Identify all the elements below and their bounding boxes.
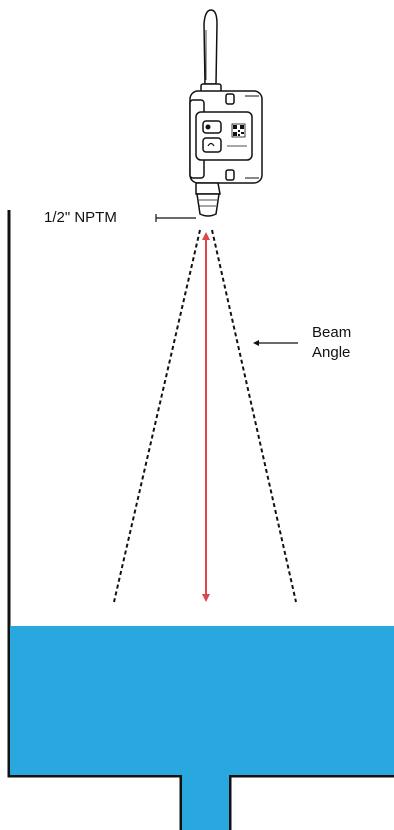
- fitting-callout: 1/2" NPTM: [44, 209, 196, 226]
- beam-leader-arrowhead: [253, 340, 259, 346]
- liquid: [10, 626, 394, 830]
- qr-code-icon: [231, 123, 246, 138]
- ultrasonic-level-sensor-icon: [189, 9, 263, 217]
- sensor-button-top: [202, 120, 222, 134]
- beam-label-line1: Beam: [312, 324, 351, 341]
- beam-label-line2: Angle: [312, 344, 350, 361]
- liquid-outlet: [182, 775, 229, 830]
- beam-left-edge: [113, 229, 201, 603]
- tank-left-wall: [7, 210, 183, 830]
- sensor-button-bottom: [202, 137, 222, 153]
- beam-angle-callout: Beam Angle: [253, 324, 351, 361]
- antenna-icon: [203, 9, 218, 85]
- beam-cone: [113, 229, 297, 603]
- fitting-label: 1/2" NPTM: [44, 209, 117, 226]
- beam-right-edge: [211, 229, 297, 603]
- liquid-body: [10, 626, 394, 775]
- sensor-nozzle: [195, 182, 221, 195]
- tank-outline: [7, 210, 394, 830]
- tank-right-floor: [228, 774, 394, 830]
